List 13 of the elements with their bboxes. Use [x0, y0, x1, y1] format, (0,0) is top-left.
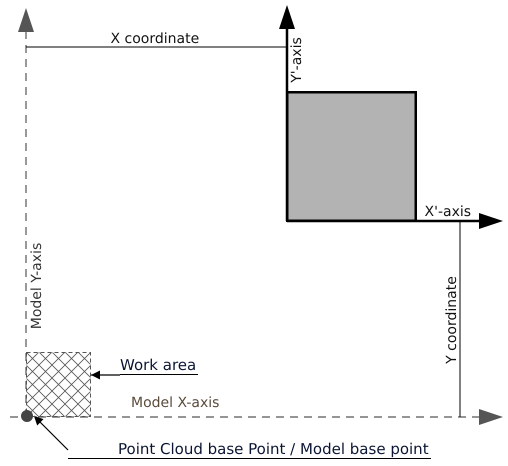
axis-label: X coordinate	[110, 31, 200, 47]
leader-text: Work area	[120, 357, 198, 375]
axis-label: Y coordinate	[444, 276, 460, 364]
hatched-work-area	[26, 352, 91, 417]
leader-line	[34, 416, 68, 450]
axis-label: Model X-axis	[131, 395, 220, 411]
leader-line	[91, 370, 120, 380]
base-point-marker	[20, 409, 34, 423]
axis-label: Model Y-axis	[29, 242, 46, 330]
leader-text: Point Cloud base Point / Model base point	[68, 441, 431, 459]
axis-label: Y'-axis	[288, 37, 305, 83]
object-square	[286, 91, 417, 222]
axis-label: X'-axis	[424, 204, 472, 220]
